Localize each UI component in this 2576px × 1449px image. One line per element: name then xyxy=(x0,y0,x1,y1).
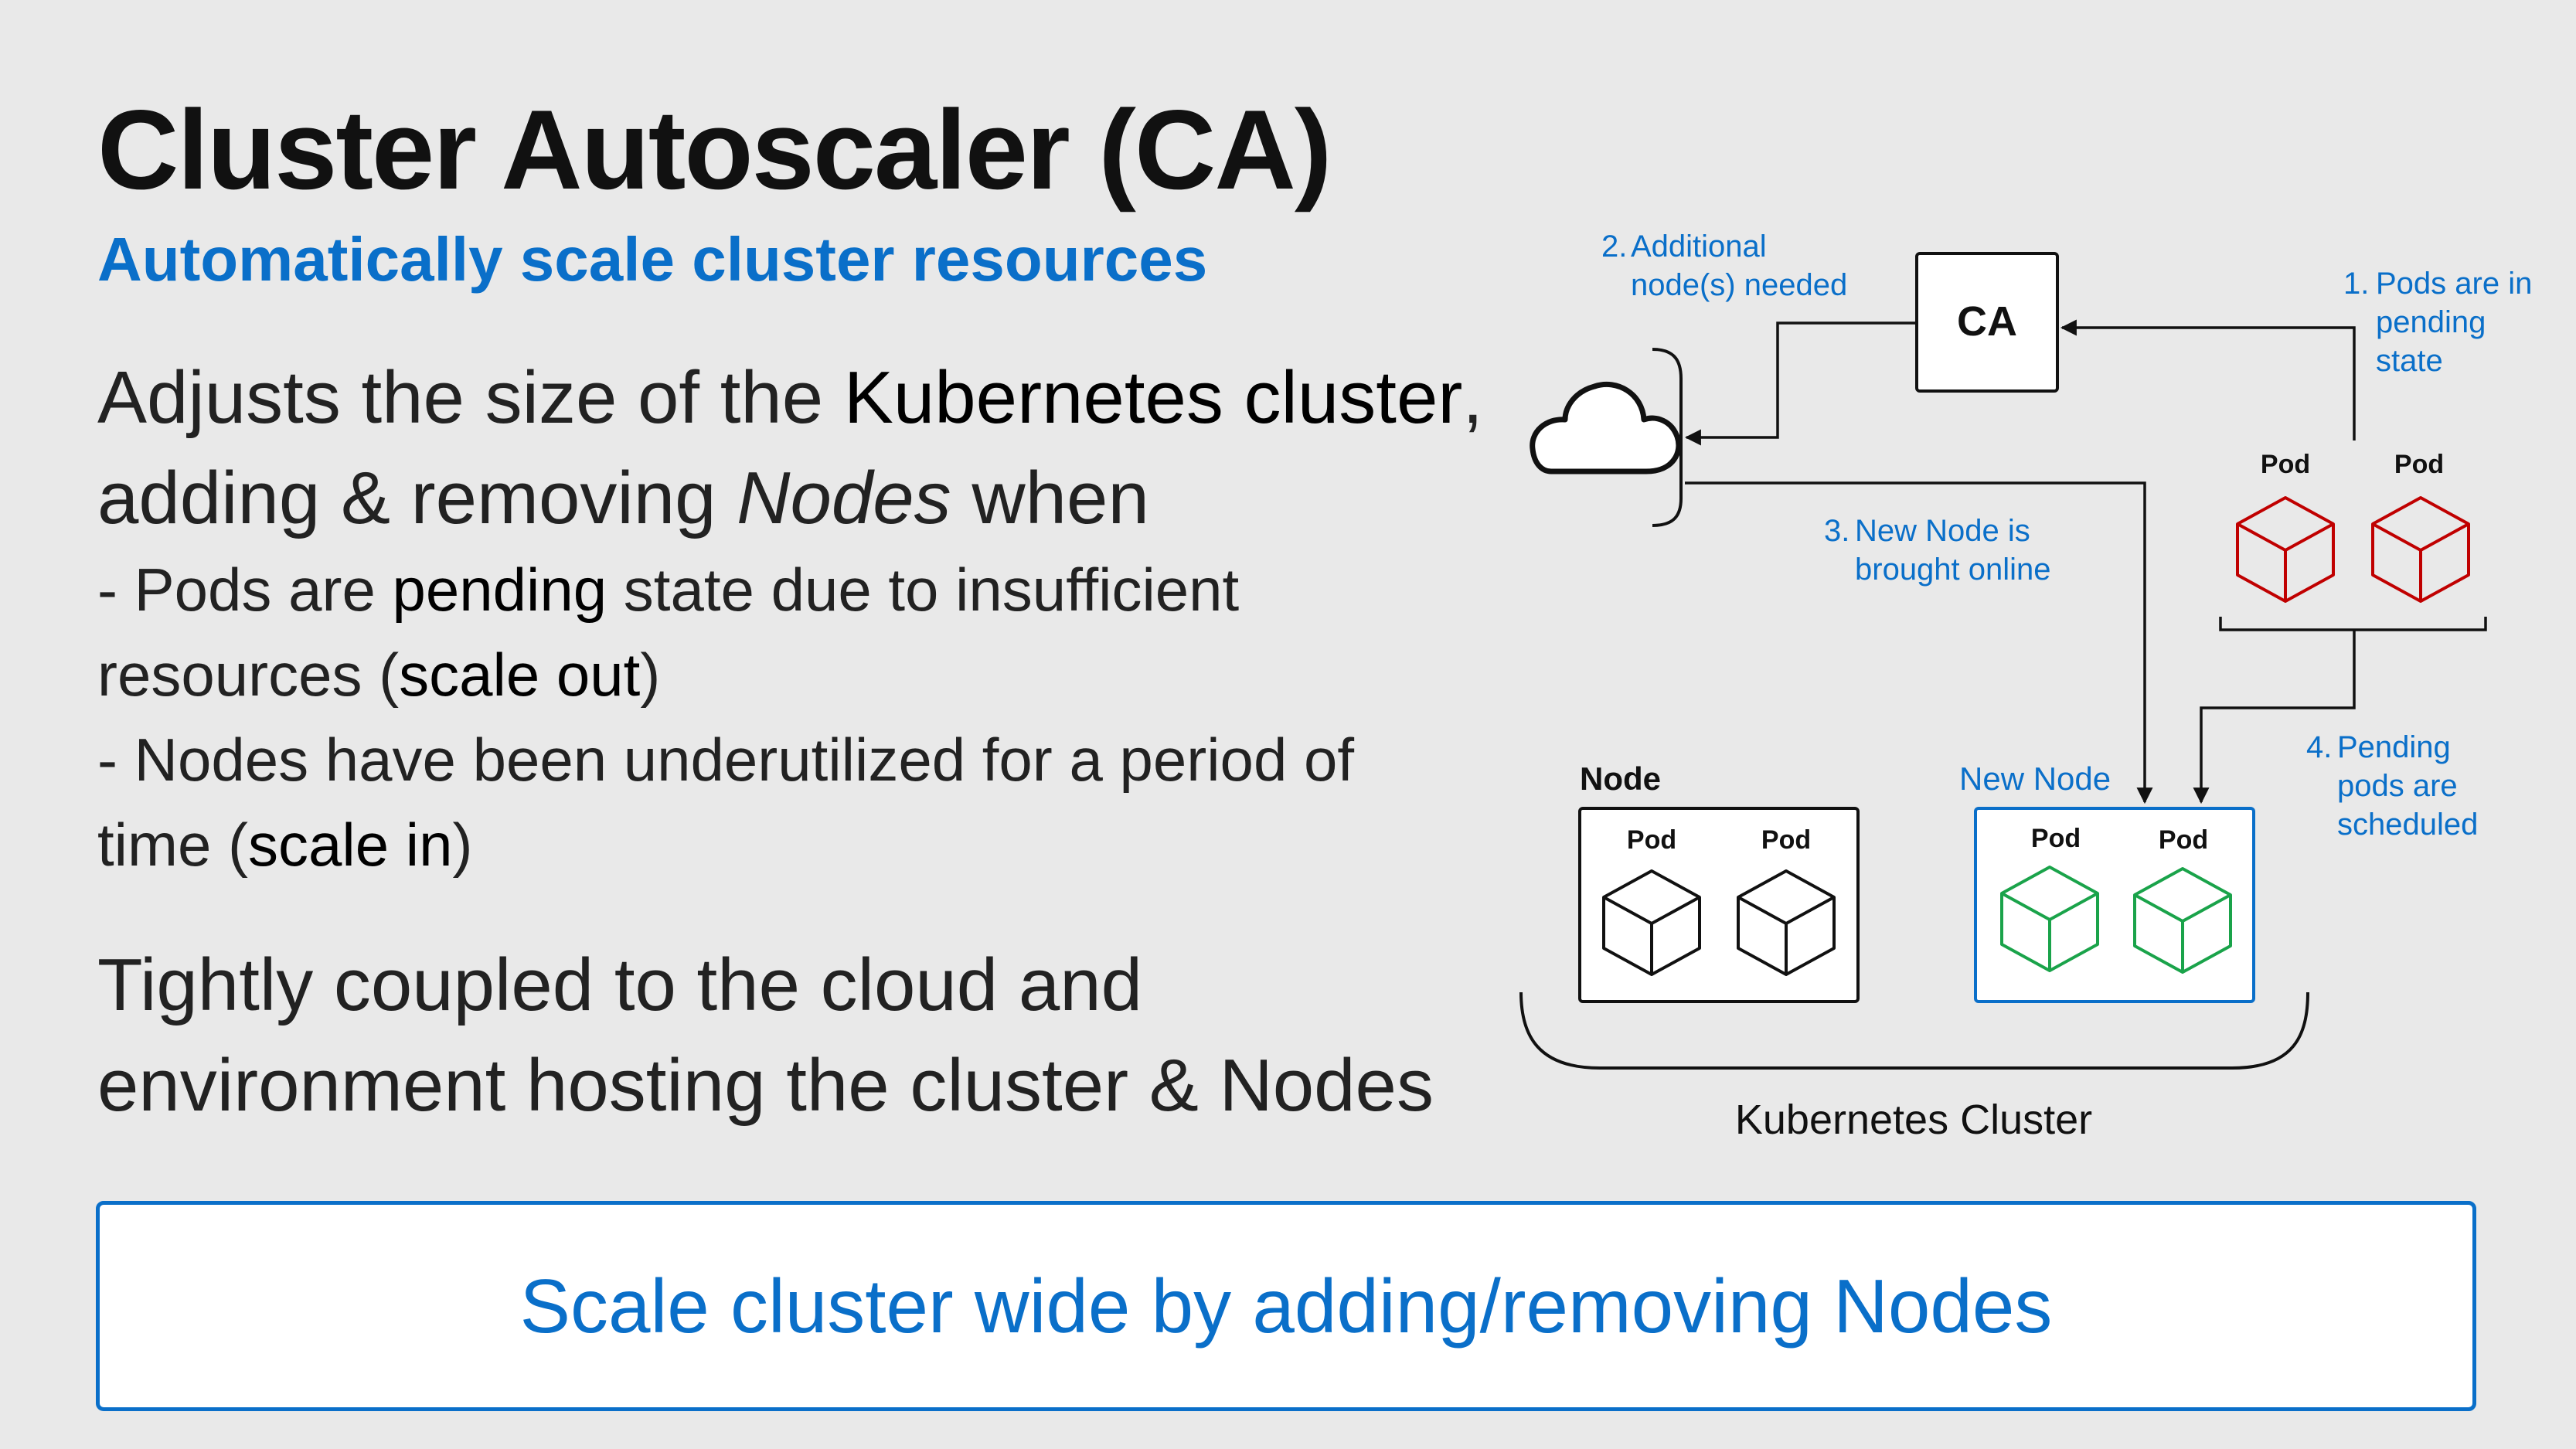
lead-line-2: adding & removing Nodes when xyxy=(97,448,1458,549)
step-text: Pods are in xyxy=(2376,267,2532,301)
pending-pods-bracket xyxy=(2219,617,2487,631)
lead-line-1: Adjusts the size of the Kubernetes clust… xyxy=(97,348,1483,448)
slide-subtitle: Automatically scale cluster resources xyxy=(97,225,1208,294)
node-label: Node xyxy=(1580,760,1661,797)
new-node: New Node Pod Pod xyxy=(1959,760,2255,1003)
step-number: 3. xyxy=(1824,514,1849,548)
lead-emphasis: Nodes xyxy=(737,457,951,539)
new-node-pod-label: Pod xyxy=(2031,824,2081,853)
cloud-bracket xyxy=(1652,348,1683,527)
pending-pod-cube-icon xyxy=(2236,496,2335,603)
step-number: 1. xyxy=(2343,267,2369,301)
step-text: node(s) needed xyxy=(1631,268,1847,302)
closing-line-1: Tightly coupled to the cloud and xyxy=(97,944,1143,1026)
bullet-text: - Pods are xyxy=(97,556,393,624)
closing-paragraph: Tightly coupled to the cloud and environ… xyxy=(97,935,1458,1136)
step-2-label: 2. Additional node(s) needed xyxy=(1601,230,1847,302)
summary-banner: Scale cluster wide by adding/removing No… xyxy=(96,1201,2476,1411)
step-text: New Node is xyxy=(1855,514,2030,548)
cloud-icon xyxy=(1530,381,1682,474)
bullet-text: resources ( xyxy=(97,641,400,709)
step-1-label: 1. Pods are in pending state xyxy=(2343,267,2532,378)
step-text: Pending xyxy=(2337,730,2451,764)
node-pod-label: Pod xyxy=(1761,825,1811,855)
pending-pod-label: Pod xyxy=(2394,450,2444,479)
closing-line-2: environment hosting the cluster & Nodes xyxy=(97,1044,1434,1127)
new-node-label: New Node xyxy=(1959,760,2111,797)
arrow-ca-to-cloud xyxy=(1684,321,1917,446)
pending-pods: Pod Pod xyxy=(2236,450,2470,603)
lead-text: adding & removing xyxy=(97,457,737,539)
arrow-cloud-to-new-node xyxy=(1685,481,2153,804)
lead-text: when xyxy=(951,457,1149,539)
lead-paragraph: Adjusts the size of the Kubernetes clust… xyxy=(97,348,1483,549)
bullet-emphasis: scale in xyxy=(248,811,453,879)
lead-emphasis: Kubernetes cluster xyxy=(843,356,1463,439)
step-number: 4. xyxy=(2306,730,2332,764)
step-text: brought online xyxy=(1855,553,2051,587)
bullet-text: ) xyxy=(452,811,473,879)
step-text: pods are xyxy=(2337,769,2458,803)
ca-label: CA xyxy=(1957,298,2017,345)
bullet-text: state due to insufficient xyxy=(607,556,1240,624)
step-3-label: 3. New Node is brought online xyxy=(1824,514,2051,587)
bullet-2-line-2: time (scale in) xyxy=(97,802,1458,887)
step-text: pending xyxy=(2376,305,2486,339)
slide-title: Cluster Autoscaler (CA) xyxy=(97,87,1332,213)
bullet-text: - Nodes have been underutilized for a pe… xyxy=(97,726,1355,794)
lead-text: Adjusts the size of the xyxy=(97,356,844,439)
step-text: state xyxy=(2376,344,2443,378)
bullet-text: time ( xyxy=(97,811,248,879)
banner-text: Scale cluster wide by adding/removing No… xyxy=(519,1263,2053,1349)
node: Node Pod Pod xyxy=(1578,760,1860,1003)
node-box xyxy=(1578,807,1860,1003)
step-text: scheduled xyxy=(2337,808,2478,842)
step-4-label: 4. Pending pods are scheduled xyxy=(2306,730,2478,842)
bullet-list: - Pods are pending state due to insuffic… xyxy=(97,547,1458,887)
bullet-2-line-1: - Nodes have been underutilized for a pe… xyxy=(97,717,1458,802)
bullet-1-line-2: resources (scale out) xyxy=(97,632,1458,717)
pending-pod-label: Pod xyxy=(2261,450,2310,479)
bullet-emphasis: scale out xyxy=(399,641,641,709)
step-number: 2. xyxy=(1601,230,1627,264)
bullet-1-line-1: - Pods are pending state due to insuffic… xyxy=(97,547,1458,632)
pending-pod-cube-icon xyxy=(2371,496,2470,603)
bullet-text: ) xyxy=(640,641,661,709)
cluster-brace xyxy=(1519,992,2309,1070)
arrow-pods-to-ca xyxy=(2060,319,2356,440)
node-pod-label: Pod xyxy=(1627,825,1676,855)
lead-text: , xyxy=(1462,356,1483,439)
arrow-pending-to-new-node xyxy=(2193,630,2356,804)
bullet-emphasis: pending xyxy=(392,556,607,624)
cluster-label: Kubernetes Cluster xyxy=(1735,1097,2092,1143)
new-node-pod-label: Pod xyxy=(2159,825,2208,855)
step-text: Additional xyxy=(1631,230,1767,264)
